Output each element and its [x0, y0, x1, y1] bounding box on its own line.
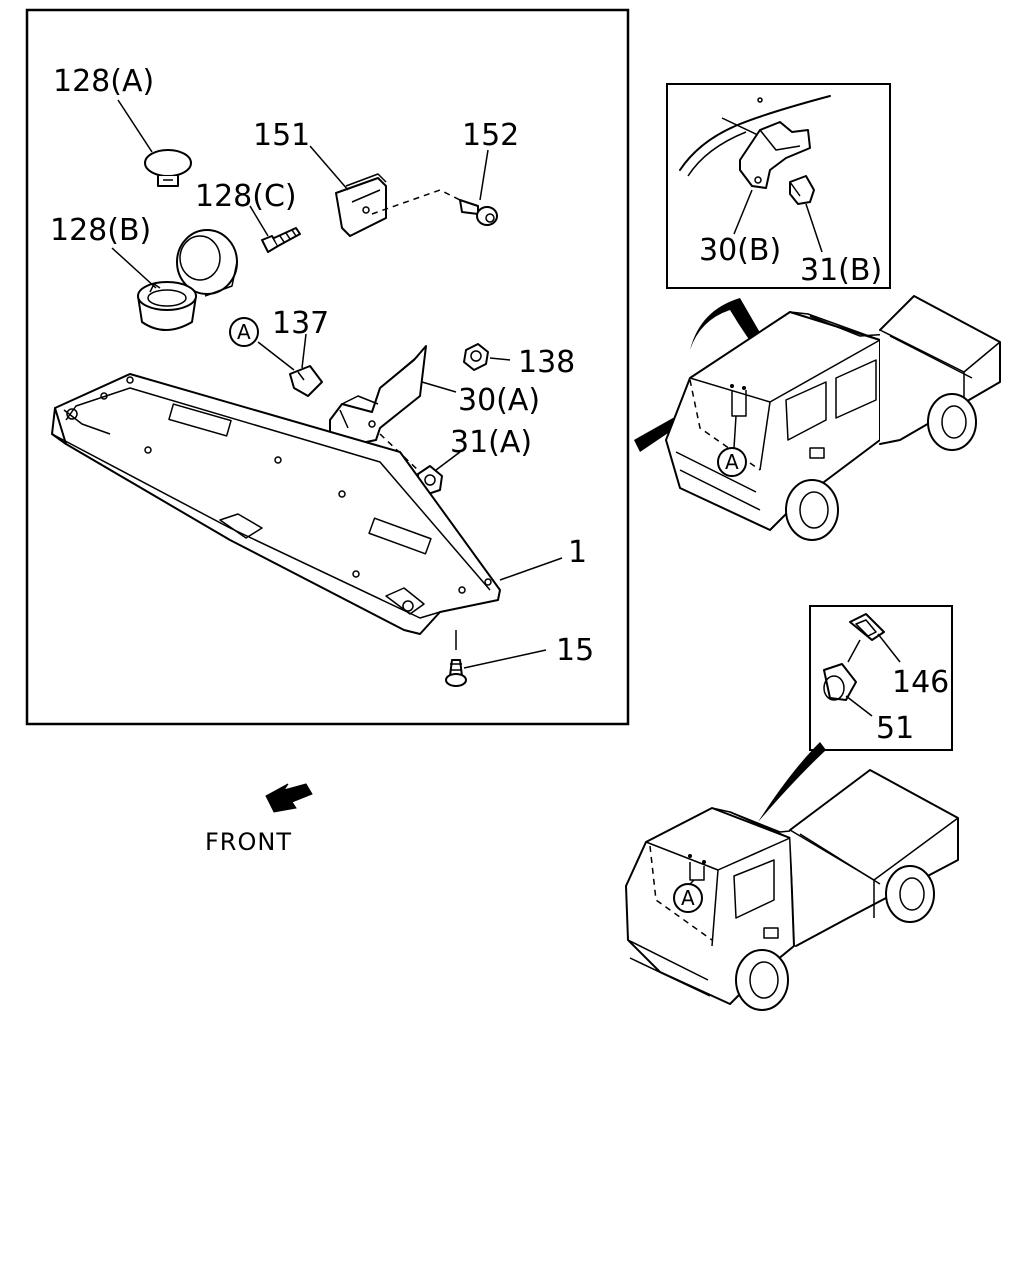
detail-box-30b-31b — [666, 83, 891, 289]
label-31b: 31(B) — [800, 253, 882, 288]
label-128a: 128(A) — [53, 64, 154, 99]
truck-double-cab — [665, 295, 1001, 541]
part-151-bracket — [309, 145, 461, 237]
label-151: 151 — [253, 118, 310, 153]
svg-text:A: A — [681, 886, 695, 910]
label-15: 15 — [556, 633, 594, 668]
part-128b-cap — [111, 229, 238, 331]
front-arrow-icon — [265, 783, 313, 813]
label-137: 137 — [272, 306, 329, 341]
svg-text:A: A — [237, 320, 251, 344]
part-128a-clip — [117, 99, 192, 187]
part-128c-screw — [249, 205, 301, 253]
part-15-screw — [445, 630, 547, 687]
truck-single-cab — [625, 769, 959, 1011]
label-152: 152 — [462, 118, 519, 153]
label-30a: 30(A) — [458, 383, 540, 418]
part-138-nut — [463, 343, 511, 371]
main-parts-frame — [25, 8, 630, 726]
svg-text:A: A — [725, 450, 739, 474]
label-31a: 31(A) — [450, 425, 532, 460]
detail-146-51-drawing — [823, 613, 901, 717]
callout-a-truck1: A — [717, 447, 747, 477]
part-137-plug — [289, 333, 323, 397]
label-146: 146 — [892, 665, 949, 700]
part-152-rivet — [459, 149, 498, 226]
part-31a-bolt — [379, 433, 461, 495]
label-1: 1 — [568, 535, 587, 570]
callout-a-icon: A — [229, 317, 295, 371]
label-128b: 128(B) — [50, 213, 151, 248]
leader-swoosh-bottom — [758, 742, 826, 822]
part-1-panel — [51, 373, 563, 635]
front-label: FRONT — [205, 828, 292, 856]
label-128c: 128(C) — [195, 179, 297, 214]
label-51: 51 — [876, 711, 914, 746]
leader-swoosh-top — [690, 298, 800, 402]
part-30a-bracket — [329, 345, 457, 445]
label-138: 138 — [518, 345, 575, 380]
detail-30b-31b-drawing — [679, 95, 831, 253]
label-30b: 30(B) — [699, 233, 781, 268]
callout-a-truck2: A — [673, 883, 703, 913]
